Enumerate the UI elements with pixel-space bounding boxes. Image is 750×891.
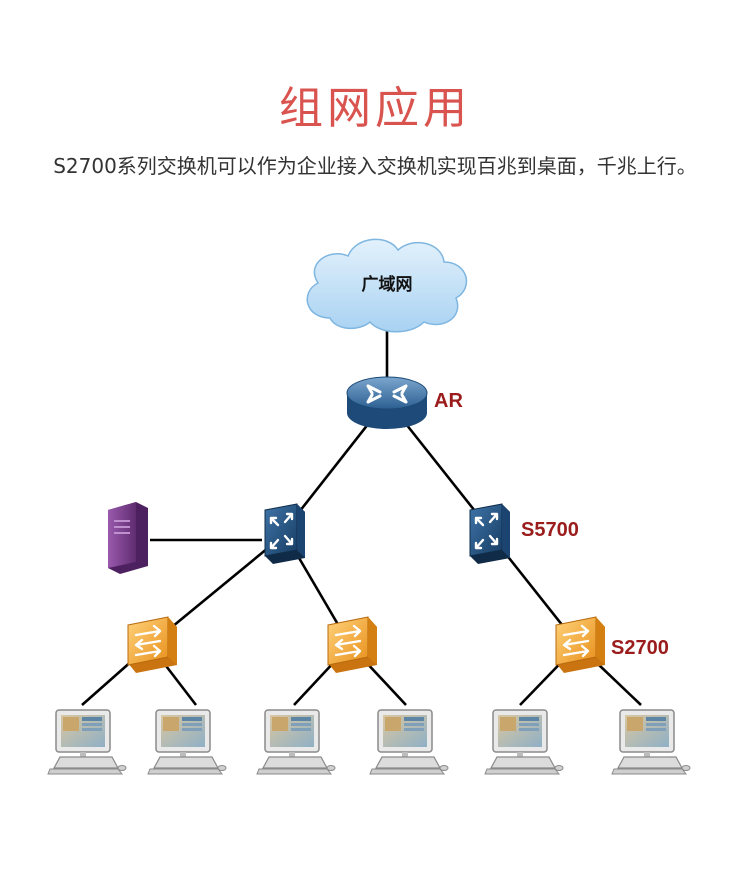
pc-1 (47, 709, 127, 775)
pc-icon (611, 709, 691, 775)
pc-icon (256, 709, 336, 775)
pc-icon (484, 709, 564, 775)
pc-4 (369, 709, 449, 775)
wan-cloud: 广域网 (306, 238, 468, 333)
pc-2 (147, 709, 227, 775)
server-icon (108, 502, 148, 574)
l2-switch-icon (126, 615, 179, 675)
wan-label: 广域网 (362, 274, 413, 295)
l2-switch-mid (326, 615, 379, 675)
l3-switch-s5700 (468, 502, 512, 566)
s5700-label: S5700 (521, 519, 579, 541)
pc-3 (256, 709, 336, 775)
l3-switch-icon (468, 502, 512, 566)
l2-switch-left (126, 615, 179, 675)
s2700-label: S2700 (611, 637, 669, 659)
pc-6 (611, 709, 691, 775)
router-ar: AR (346, 376, 463, 429)
router-icon (346, 376, 428, 429)
pc-icon (147, 709, 227, 775)
pc-5 (484, 709, 564, 775)
server (108, 502, 148, 574)
l3-switch-left (263, 502, 307, 566)
cloud-icon (306, 238, 468, 333)
page-subtitle: S2700系列交换机可以作为企业接入交换机实现百兆到桌面，千兆上行。 (53, 154, 697, 178)
l2-switch-s2700 (554, 615, 607, 675)
pc-icon (369, 709, 449, 775)
l2-switch-icon (554, 615, 607, 675)
l2-switch-icon (326, 615, 379, 675)
router-label: AR (434, 390, 463, 412)
pc-icon (47, 709, 127, 775)
l3-switch-icon (263, 502, 307, 566)
page-title: 组网应用 (279, 83, 471, 134)
